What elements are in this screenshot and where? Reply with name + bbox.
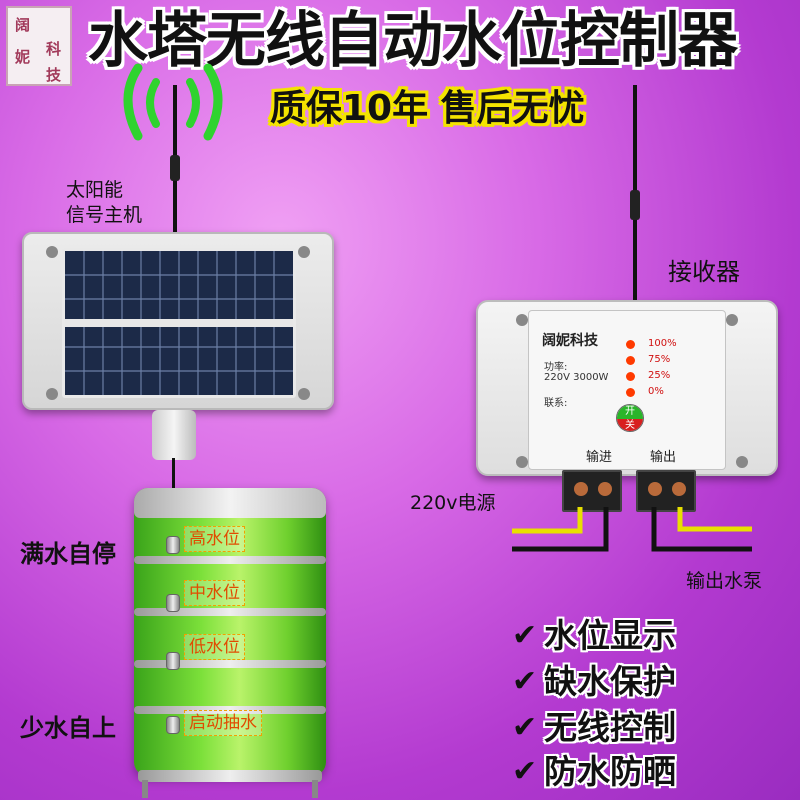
tag-mid-level: 中水位 bbox=[184, 580, 245, 606]
sensor-mid bbox=[166, 594, 180, 612]
receiver-label: 接收器 bbox=[668, 258, 740, 286]
led-indicator-icon bbox=[626, 388, 635, 397]
logo-char-1: 阔 bbox=[15, 16, 31, 34]
feature-text: 防水防晒 bbox=[544, 752, 676, 791]
led-indicator-icon bbox=[626, 340, 635, 349]
check-icon: ✔ bbox=[512, 618, 538, 653]
feature-item: ✔ 水位显示 bbox=[512, 616, 742, 656]
output-label: 输出 bbox=[650, 450, 677, 465]
feature-text: 无线控制 bbox=[544, 708, 676, 747]
screw-icon bbox=[736, 456, 748, 468]
check-icon: ✔ bbox=[512, 710, 538, 745]
input-terminal bbox=[562, 470, 622, 512]
brand-logo-stamp: 阔 妮 科 技 bbox=[6, 6, 72, 86]
solar-antenna-icon bbox=[170, 85, 180, 235]
cable-gland bbox=[152, 410, 196, 460]
led-indicator-icon bbox=[626, 356, 635, 365]
sensor-low bbox=[166, 652, 180, 670]
feature-text: 水位显示 bbox=[544, 616, 676, 655]
check-icon: ✔ bbox=[512, 664, 538, 699]
tag-low-level: 低水位 bbox=[184, 634, 245, 660]
switch-off-label: 关 bbox=[617, 419, 643, 431]
wireless-signal-icon bbox=[123, 63, 223, 141]
tank-top bbox=[134, 488, 326, 518]
sensor-high bbox=[166, 536, 180, 554]
switch-on-label: 开 bbox=[617, 405, 643, 419]
power-switch[interactable]: 开 关 bbox=[616, 404, 644, 432]
screw-icon bbox=[516, 314, 528, 326]
receiver-contact-label: 联系: bbox=[544, 398, 568, 409]
tag-high-level: 高水位 bbox=[184, 526, 245, 552]
screw-icon bbox=[298, 388, 310, 400]
tank-ring bbox=[134, 608, 326, 616]
terminal-screw-icon bbox=[574, 482, 588, 496]
screw-icon bbox=[726, 314, 738, 326]
tag-start-pump: 启动抽水 bbox=[184, 710, 262, 736]
tank-ring bbox=[134, 556, 326, 564]
check-icon: ✔ bbox=[512, 754, 538, 789]
receiver-power-label: 功率: bbox=[544, 362, 568, 373]
level-25: 25% bbox=[648, 370, 671, 381]
solar-cells-grid bbox=[65, 251, 293, 395]
tank-leg bbox=[142, 780, 148, 798]
receiver-brand: 阔妮科技 bbox=[542, 333, 598, 349]
pump-output-label: 输出水泵 bbox=[686, 570, 763, 592]
receiver-antenna-icon bbox=[630, 85, 640, 300]
output-terminal bbox=[636, 470, 696, 512]
level-0: 0% bbox=[648, 386, 664, 397]
power-wires bbox=[512, 507, 752, 552]
logo-char-3: 科 bbox=[46, 40, 62, 58]
screw-icon bbox=[298, 246, 310, 258]
screw-icon bbox=[516, 456, 528, 468]
tank-leg bbox=[312, 780, 318, 798]
level-100: 100% bbox=[648, 338, 677, 349]
led-indicator-icon bbox=[626, 372, 635, 381]
sensor-start bbox=[166, 716, 180, 734]
tank-base bbox=[138, 770, 322, 782]
feature-text: 缺水保护 bbox=[544, 662, 676, 701]
power-source-label: 220v电源 bbox=[410, 492, 496, 514]
feature-item: ✔ 缺水保护 bbox=[512, 662, 742, 702]
page-title: 水塔无线自动水位控制器 bbox=[88, 6, 738, 76]
level-75: 75% bbox=[648, 354, 671, 365]
feature-item: ✔ 无线控制 bbox=[512, 708, 742, 748]
input-label: 输进 bbox=[586, 450, 613, 465]
page-subtitle: 质保10年 售后无忧 bbox=[270, 88, 585, 129]
feature-item: ✔ 防水防晒 bbox=[512, 752, 742, 792]
screw-icon bbox=[46, 246, 58, 258]
label-low-start: 少水自上 bbox=[20, 714, 116, 742]
terminal-screw-icon bbox=[648, 482, 662, 496]
logo-char-2: 妮 bbox=[15, 48, 31, 66]
terminal-screw-icon bbox=[672, 482, 686, 496]
screw-icon bbox=[46, 388, 58, 400]
solar-label-line1: 太阳能 bbox=[66, 179, 124, 201]
terminal-screw-icon bbox=[598, 482, 612, 496]
logo-char-4: 技 bbox=[46, 66, 62, 84]
tank-ring bbox=[134, 660, 326, 668]
label-full-stop: 满水自停 bbox=[20, 540, 116, 568]
solar-label-line2: 信号主机 bbox=[66, 204, 143, 226]
solar-panel bbox=[62, 248, 296, 398]
receiver-power-value: 220V 3000W bbox=[544, 372, 609, 383]
